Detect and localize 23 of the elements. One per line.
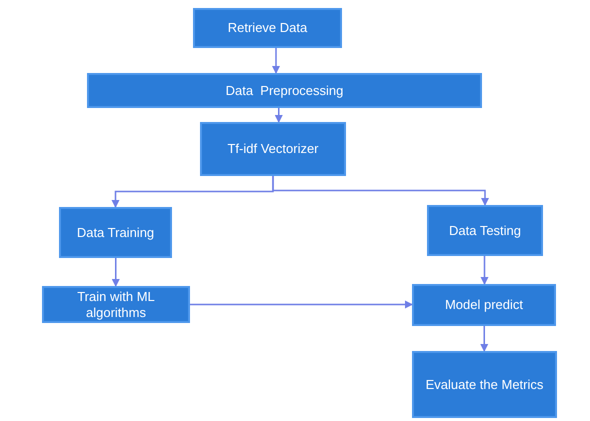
- process-box: [427, 205, 543, 256]
- process-box: [59, 207, 172, 258]
- arrow: [274, 108, 283, 123]
- process-box: [412, 284, 556, 326]
- arrow: [112, 258, 120, 287]
- arrow: [480, 326, 488, 352]
- arrow: [480, 256, 488, 285]
- process-box: [193, 8, 342, 48]
- box-label: Model predict: [444, 297, 524, 313]
- box-label: Train with ML algorithms: [76, 288, 156, 320]
- process-box: [42, 286, 190, 323]
- arrow: [272, 176, 489, 206]
- box-label: Data Testing: [448, 222, 522, 238]
- box-label: Evaluate the Metrics: [426, 376, 544, 392]
- box-label: Retrieve Data: [228, 20, 308, 36]
- process-box: [412, 351, 557, 418]
- box-label: Data Preprocessing: [226, 82, 344, 98]
- process-box: [87, 73, 482, 108]
- arrow: [272, 48, 280, 74]
- box-label: Tf-idf Vectorizer: [227, 141, 319, 157]
- process-box: [200, 122, 346, 176]
- box-label: Data Training: [76, 224, 154, 240]
- arrow: [190, 300, 413, 308]
